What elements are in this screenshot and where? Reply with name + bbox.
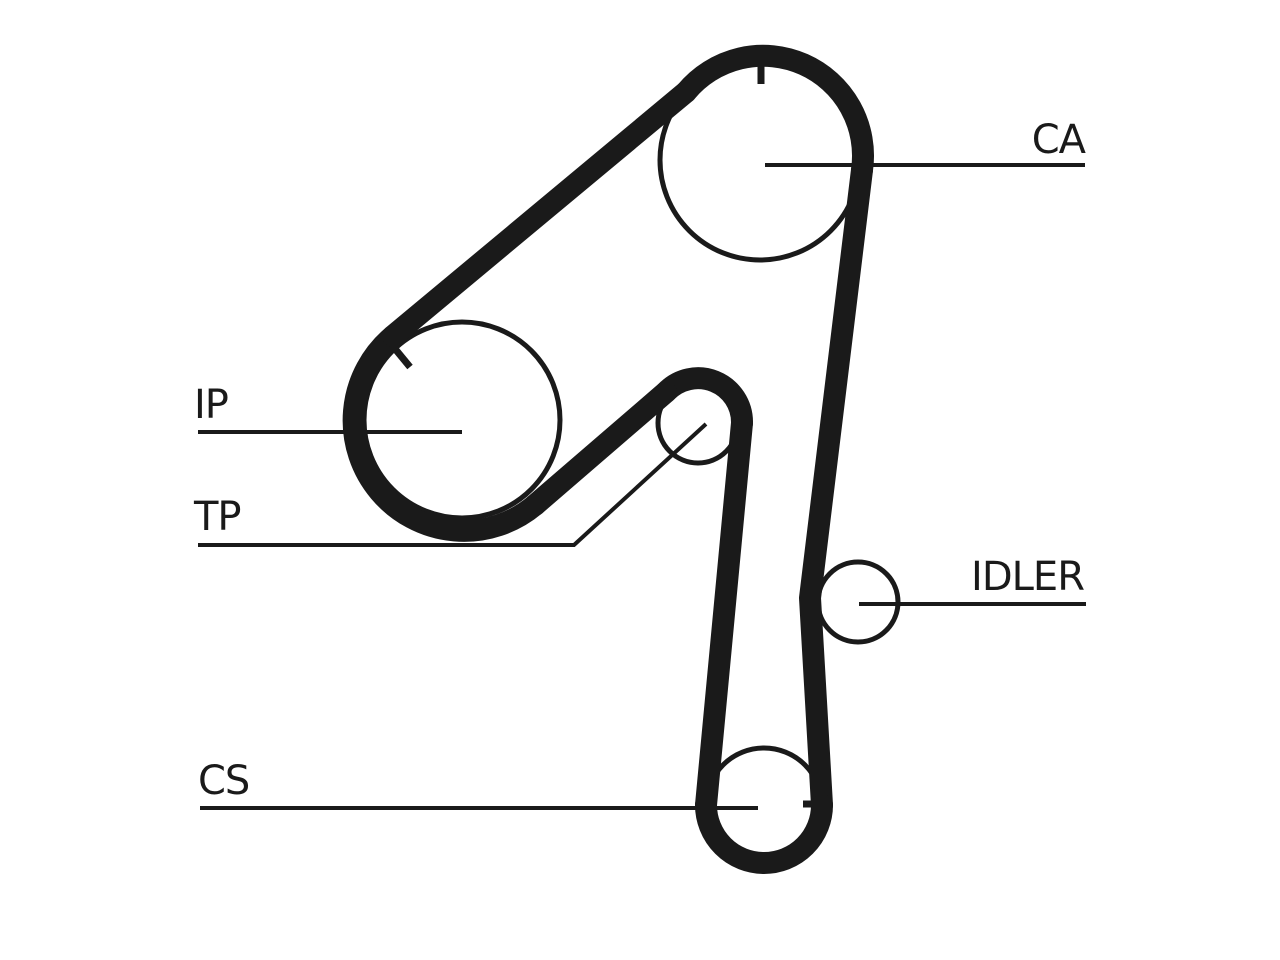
injection-pump-pulley [361, 319, 563, 521]
injection-pump-timing-mark [393, 347, 413, 370]
belt-run-upper-left [382, 81, 697, 347]
belt-wrap-injection-pump [342, 325, 546, 542]
leader-tp [198, 422, 708, 547]
belt-run-left-lower [695, 412, 753, 816]
belt-run-right [799, 159, 873, 816]
leader-lines [198, 163, 1086, 810]
belt-wrap-camshaft [675, 44, 874, 181]
timing-marks [393, 66, 818, 808]
label-idler: IDLER [971, 554, 1084, 600]
label-ca: CA [1032, 117, 1087, 163]
label-tp: TP [193, 494, 241, 540]
label-cs: CS [198, 758, 249, 804]
belt-wrap-crankshaft [695, 794, 833, 874]
belt-run-tensioner-to-pump [524, 381, 677, 516]
label-ip: IP [194, 382, 228, 428]
timing-belt [342, 44, 874, 874]
belt-wrap-tensioner [655, 367, 754, 434]
